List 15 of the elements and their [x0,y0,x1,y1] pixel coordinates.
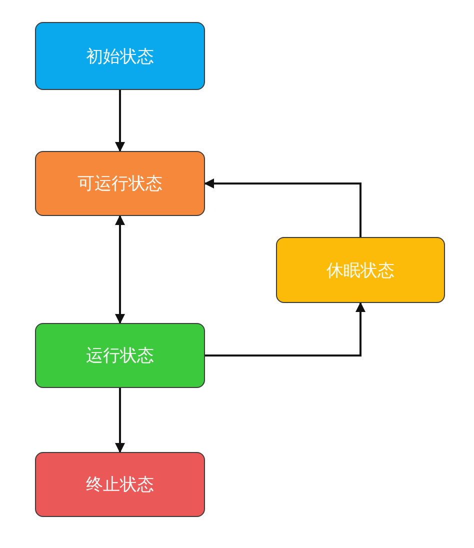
arrow [205,302,366,356]
state-label: 运行状态 [86,345,154,367]
state-label: 初始状态 [86,46,154,68]
state-box [35,323,205,388]
arrow [115,90,125,152]
state-label: 可运行状态 [78,173,162,195]
arrow [204,178,362,237]
state-box [276,237,445,303]
arrow [115,388,125,453]
state-box [35,22,205,90]
state-box [35,452,205,517]
arrow [115,215,125,324]
state-label: 终止状态 [86,474,154,496]
state-box [35,151,205,216]
state-label: 休眠状态 [326,260,394,282]
